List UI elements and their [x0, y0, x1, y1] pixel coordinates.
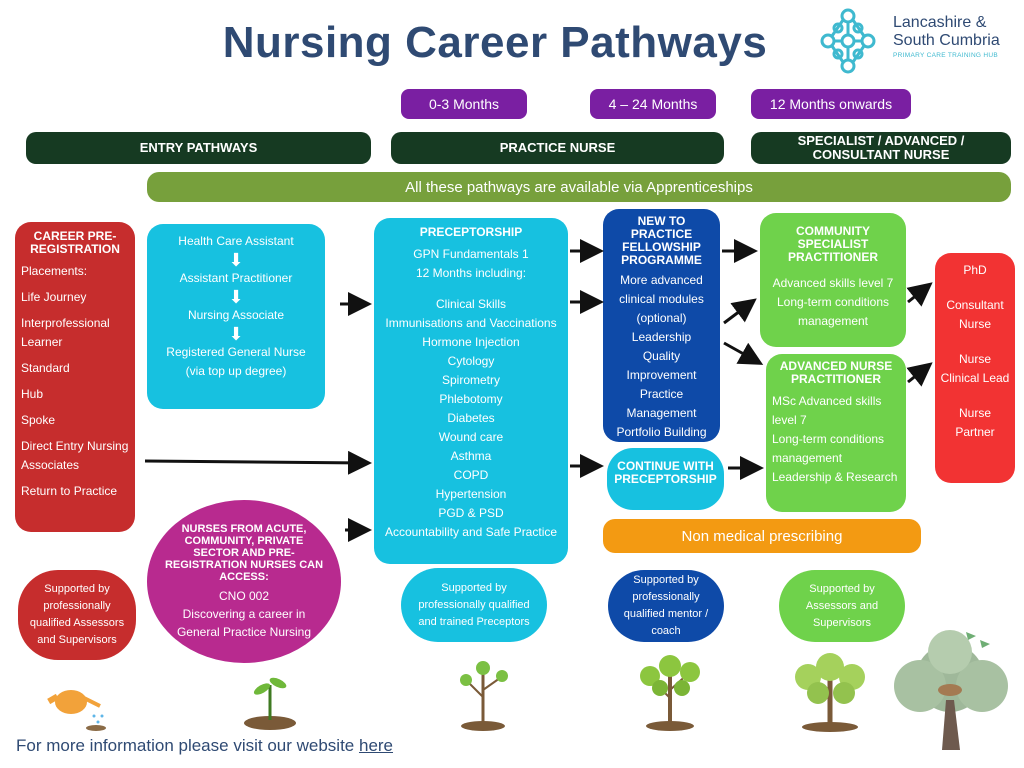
preceptorship-item: Hormone Injection	[422, 335, 520, 349]
website-link[interactable]: here	[358, 736, 394, 755]
fellowship-programme-box: NEW TO PRACTICE FELLOWSHIP PROGRAMME Mor…	[603, 209, 720, 442]
preceptorship-item: PGD & PSD	[438, 506, 504, 520]
young-tree-icon	[460, 661, 508, 731]
training-hub-logo	[820, 8, 876, 74]
mature-tree-icon	[795, 653, 865, 732]
advanced-item: MSc Advanced skills level 7	[772, 394, 882, 427]
advanced-item: Long-term conditions management	[772, 432, 885, 465]
acute-heading: NURSES FROM ACUTE, COMMUNITY, PRIVATE SE…	[164, 522, 324, 583]
preceptorship-item: Cytology	[447, 354, 495, 368]
stage-specialist: SPECIALIST / ADVANCED / CONSULTANT NURSE	[751, 132, 1011, 164]
watering-can-icon	[47, 690, 106, 731]
advanced-practitioner-box: ADVANCED NURSE PRACTITIONER MSc Advanced…	[766, 354, 906, 512]
preceptorship-item: Immunisations and Vaccinations	[385, 316, 557, 330]
timeframe-0-3-months: 0-3 Months	[401, 89, 527, 119]
senior-role: Consultant Nurse	[946, 298, 1004, 331]
continue-label: CONTINUE WITH PRECEPTORSHIP	[614, 459, 717, 486]
community-specialist-box: COMMUNITY SPECIALIST PRACTITIONER Advanc…	[760, 213, 906, 347]
support-oval-fellowship: Supported by professionally qualified me…	[608, 570, 724, 642]
fellowship-heading: NEW TO PRACTICE FELLOWSHIP PROGRAMME	[621, 214, 702, 267]
fellowship-list: More advanced clinical modules (optional…	[607, 271, 716, 442]
senior-role: Nurse Partner	[955, 406, 995, 439]
career-pre-registration-item: Standard	[21, 361, 70, 375]
career-pre-registration-item: Spoke	[21, 413, 56, 427]
logo-subtitle: PRIMARY CARE TRAINING HUB	[893, 52, 999, 59]
fellowship-item: More advanced clinical modules (optional…	[619, 273, 704, 325]
senior-role: PhD	[963, 263, 987, 277]
hca-step-2: Assistant Practitioner	[179, 271, 293, 285]
seedling-icon	[244, 677, 296, 730]
arrow-pre-reg-to-preceptorship	[144, 450, 372, 475]
logo-wordmark: Lancashire & South Cumbria	[893, 14, 1000, 50]
logo-line-2: South Cumbria	[893, 32, 1000, 49]
hca-pathway-box: Health Care Assistant ⬇ Assistant Practi…	[147, 224, 325, 409]
advanced-item: Leadership & Research	[772, 470, 898, 484]
senior-role: Nurse Clinical Lead	[940, 352, 1010, 385]
hca-step-3: Nursing Associate	[187, 308, 285, 322]
timeframe-12-months-onwards: 12 Months onwards	[751, 89, 911, 119]
down-arrow-icon: ⬇	[228, 324, 244, 344]
community-item-2: Long-term conditions management	[776, 295, 890, 328]
hca-step-1: Health Care Assistant	[178, 234, 294, 248]
preceptorship-item: Asthma	[450, 449, 492, 463]
acute-line-1: CNO 002	[218, 588, 270, 603]
advanced-list: MSc Advanced skills level 7 Long-term con…	[772, 392, 900, 487]
career-pre-registration-item: Return to Practice	[21, 484, 118, 498]
fellowship-item: Portfolio Building	[616, 425, 707, 439]
acute-line-2: Discovering a career in General Practice…	[176, 606, 312, 639]
preceptorship-item: COPD	[453, 468, 489, 482]
career-pre-registration-box: CAREER PRE-REGISTRATION Placements: Life …	[15, 222, 135, 532]
preceptorship-intro-2: 12 Months including:	[415, 266, 527, 280]
fellowship-item: Leadership	[631, 330, 692, 344]
career-pre-registration-item: Hub	[21, 387, 44, 401]
arrow-fellowship-to-advanced	[723, 341, 764, 365]
arrow-advanced-to-senior	[906, 362, 933, 387]
non-medical-prescribing-bar: Non medical prescribing	[603, 519, 921, 553]
community-item-1: Advanced skills level 7	[772, 276, 894, 290]
acute-community-nurses-circle: NURSES FROM ACUTE, COMMUNITY, PRIVATE SE…	[147, 500, 341, 663]
preceptorship-intro-1: GPN Fundamentals 1	[413, 247, 529, 261]
preceptorship-heading: PRECEPTORSHIP	[419, 225, 523, 239]
career-pre-registration-heading: CAREER PRE-REGISTRATION	[30, 229, 120, 256]
support-oval-preceptorship: Supported by professionally qualified an…	[401, 568, 547, 642]
logo-line-1: Lancashire &	[893, 14, 987, 31]
arrow-fellowship-to-community-diag	[723, 298, 757, 325]
arrow-community-to-senior	[906, 282, 933, 307]
down-arrow-icon: ⬇	[228, 250, 244, 270]
career-pre-registration-item: Direct Entry Nursing Associates	[21, 439, 129, 472]
support-oval-specialist: Supported by Assessors and Supervisors	[779, 570, 905, 642]
hca-step-4: Registered General Nurse (via top up deg…	[166, 345, 306, 378]
career-pre-registration-item: Life Journey	[21, 290, 87, 304]
preceptorship-box: PRECEPTORSHIP GPN Fundamentals 1 12 Mont…	[374, 218, 568, 564]
career-pre-registration-item: Placements:	[21, 264, 88, 278]
continue-preceptorship-box: CONTINUE WITH PRECEPTORSHIP	[607, 448, 724, 510]
apprenticeship-banner: All these pathways are available via App…	[147, 172, 1011, 202]
fellowship-item: Practice Management	[626, 387, 697, 420]
preceptorship-item: Wound care	[438, 430, 504, 444]
timeframe-4-24-months: 4 – 24 Months	[590, 89, 716, 119]
preceptorship-item: Hypertension	[435, 487, 507, 501]
oak-tree-icon	[894, 630, 1008, 750]
preceptorship-item: Spirometry	[441, 373, 500, 387]
preceptorship-item: Phlebotomy	[439, 392, 503, 406]
advanced-heading: ADVANCED NURSE PRACTITIONER	[779, 359, 893, 386]
community-heading: COMMUNITY SPECIALIST PRACTITIONER	[788, 224, 878, 264]
fellowship-item: Quality Improvement	[626, 349, 697, 382]
preceptorship-item: Diabetes	[447, 411, 495, 425]
footer-text: For more information please visit our we…	[16, 736, 359, 755]
growing-tree-icon	[640, 655, 700, 731]
preceptorship-item: Clinical Skills	[435, 297, 506, 311]
down-arrow-icon: ⬇	[228, 287, 244, 307]
footer: For more information please visit our we…	[16, 736, 393, 756]
support-oval-entry: Supported by professionally qualified As…	[18, 570, 136, 660]
stage-practice-nurse: PRACTICE NURSE	[391, 132, 724, 164]
page-title: Nursing Career Pathways	[222, 18, 768, 67]
stage-entry-pathways: ENTRY PATHWAYS	[26, 132, 371, 164]
career-pre-registration-item: Interprofessional Learner	[21, 316, 110, 349]
preceptorship-item: Accountability and Safe Practice	[384, 525, 558, 539]
